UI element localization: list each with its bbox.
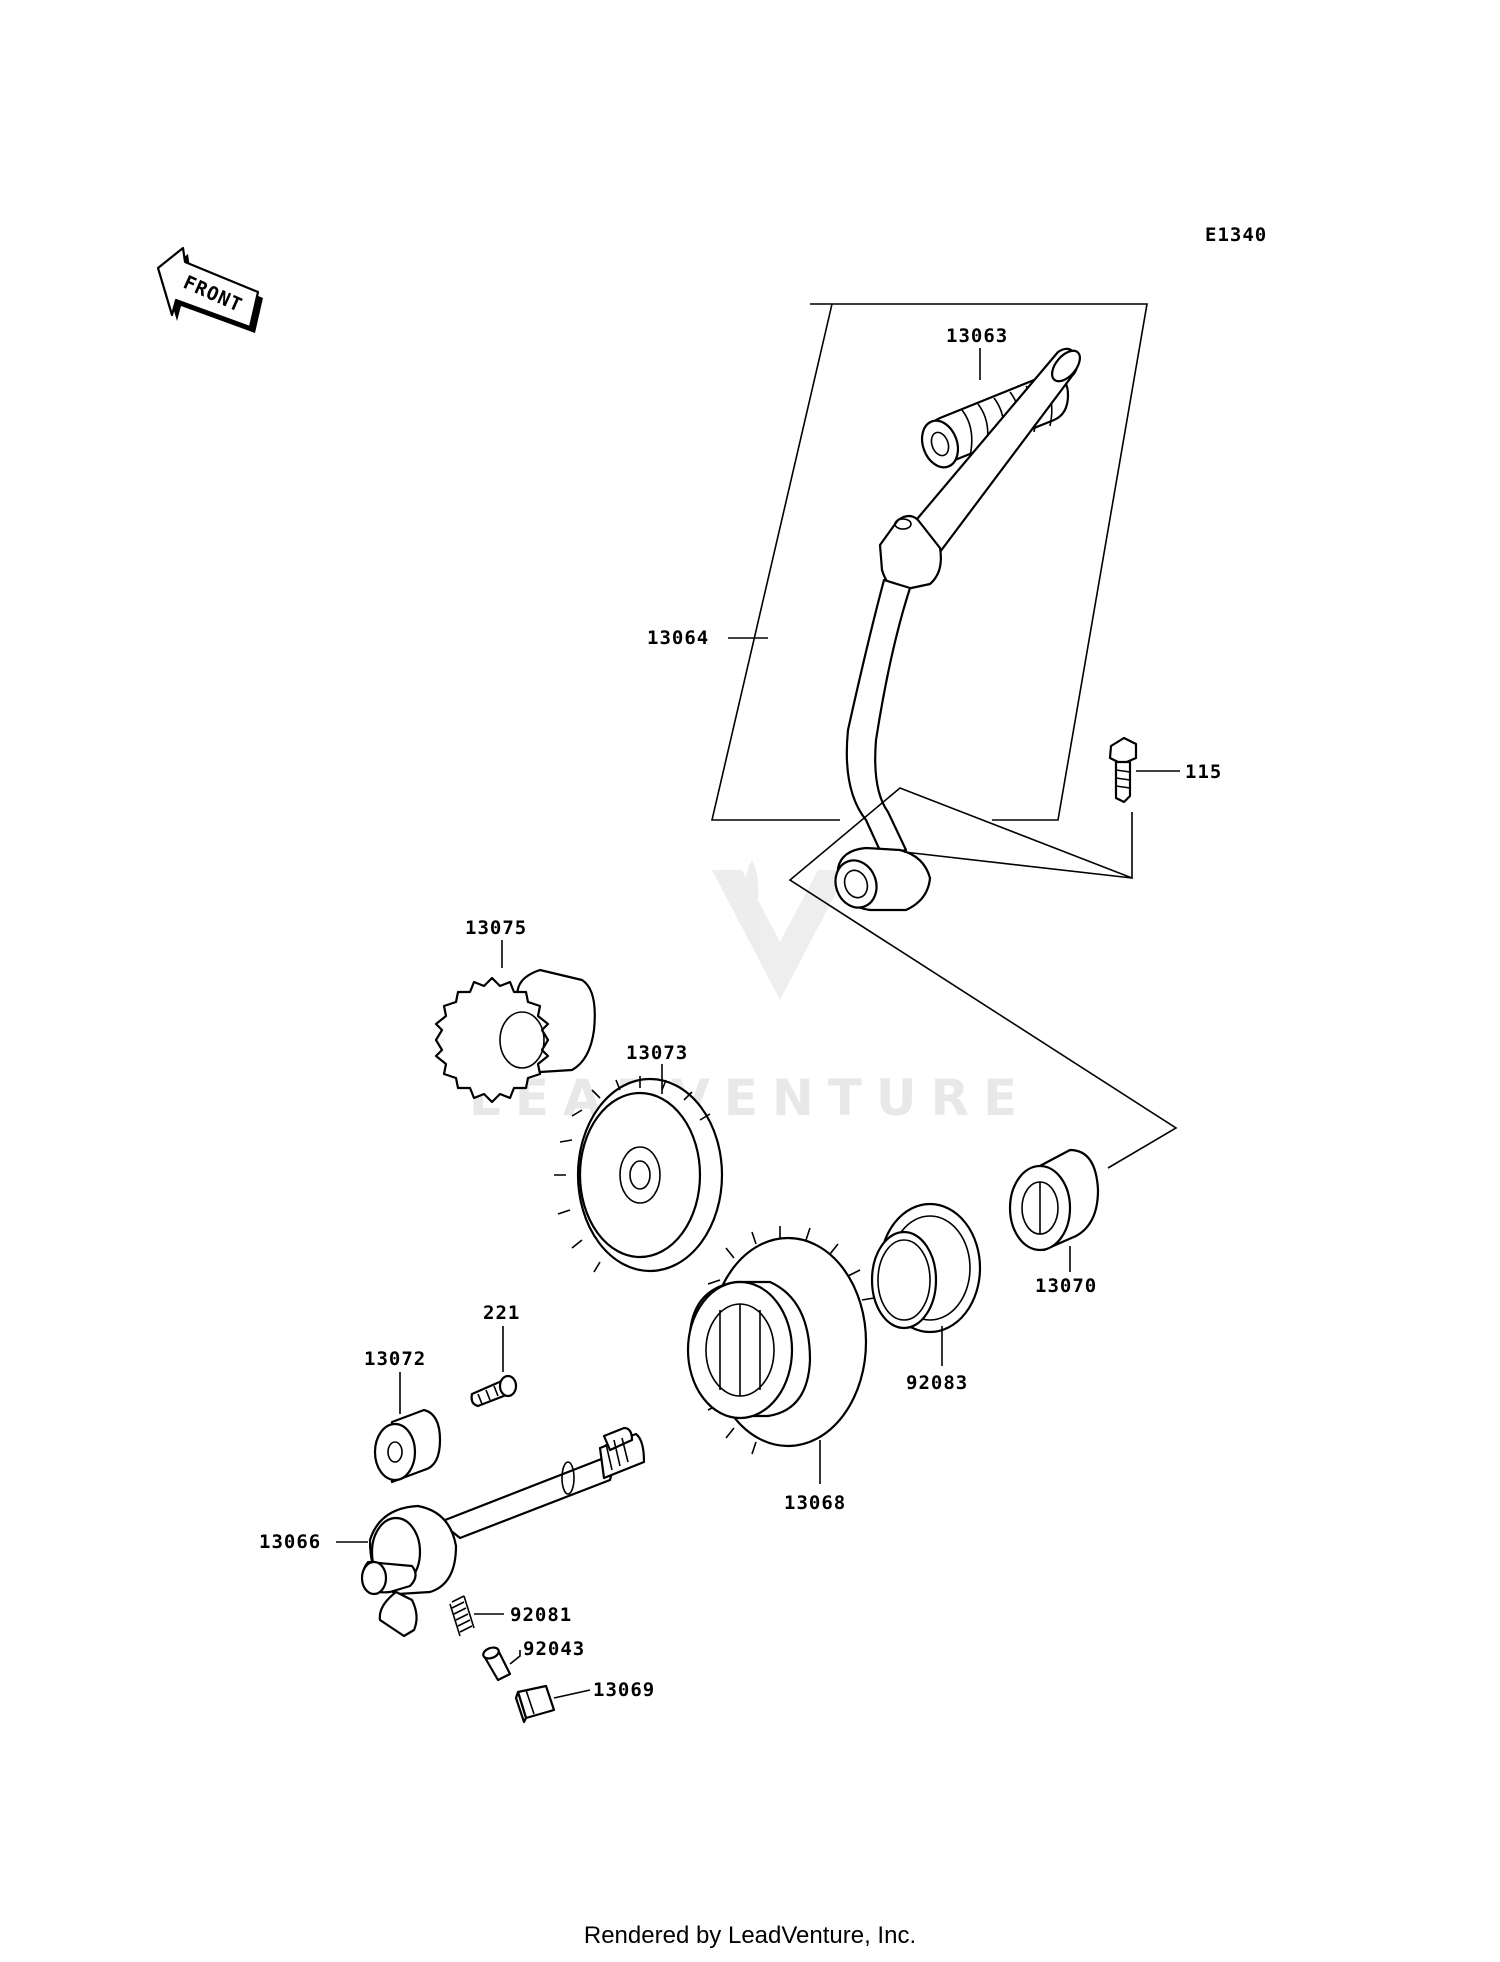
part-92043-pin[interactable]: 92043: [482, 1638, 585, 1682]
watermark-text: LEADVENTURE: [469, 1069, 1031, 1127]
part-13068-kick-gear[interactable]: 13068: [686, 1226, 875, 1514]
label-115: 115: [1185, 761, 1222, 783]
label-13066: 13066: [259, 1531, 321, 1553]
part-115-bolt[interactable]: 115: [788, 736, 1222, 1169]
label-92043: 92043: [523, 1638, 585, 1660]
part-221-screw[interactable]: 221: [470, 1302, 521, 1408]
label-92081: 92081: [510, 1604, 572, 1626]
part-13064-kick-pedal[interactable]: 13064: [647, 346, 1133, 914]
label-13063: 13063: [946, 325, 1008, 347]
footer-credit: Rendered by LeadVenture, Inc.: [583, 1922, 917, 1949]
label-13069: 13069: [593, 1679, 655, 1701]
part-13070-spring-guide[interactable]: 13070: [1008, 1148, 1100, 1297]
watermark-logo: LEADVENTURE: [469, 860, 1031, 1127]
label-13064: 13064: [647, 627, 709, 649]
part-13073-idle-gear[interactable]: 13073: [554, 1042, 724, 1273]
part-13066-kick-shaft[interactable]: 13066: [259, 1426, 646, 1638]
pedal-assembly-outline: [710, 303, 1148, 821]
part-13069-stopper[interactable]: 13069: [514, 1679, 655, 1724]
part-92083-kick-spring[interactable]: 92083: [870, 1202, 982, 1394]
label-13075: 13075: [465, 917, 527, 939]
label-92083: 92083: [906, 1372, 968, 1394]
front-arrow-icon: FRONT: [156, 246, 263, 333]
diagram-code: E1340: [1205, 224, 1267, 246]
label-221: 221: [483, 1302, 520, 1324]
part-92081-spring[interactable]: 92081: [449, 1595, 572, 1637]
label-13070: 13070: [1035, 1275, 1097, 1297]
part-13075-gear[interactable]: 13075: [434, 917, 596, 1104]
part-13072-collar[interactable]: 13072: [364, 1348, 442, 1484]
label-13072: 13072: [364, 1348, 426, 1370]
label-13073: 13073: [626, 1042, 688, 1064]
label-13068: 13068: [784, 1492, 846, 1514]
